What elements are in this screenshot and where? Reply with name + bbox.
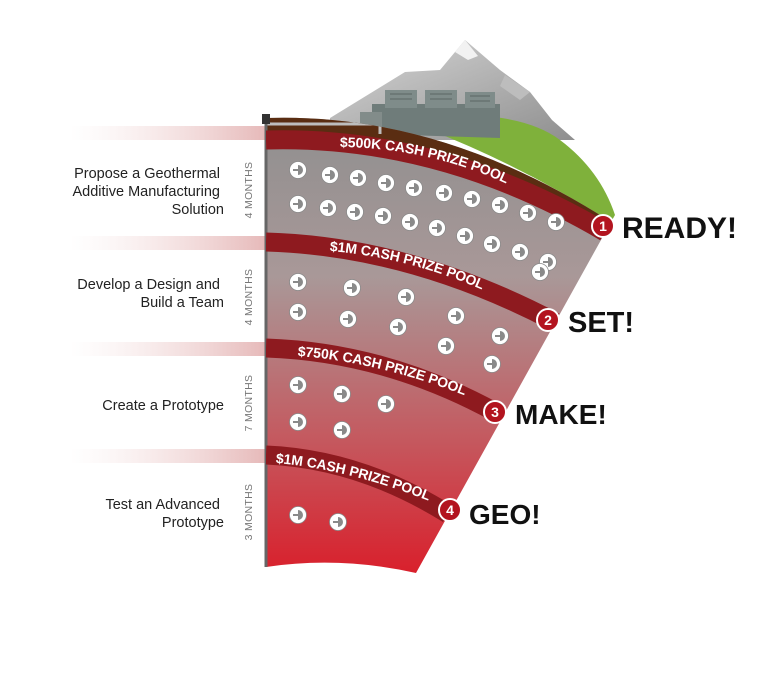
step-number-1: 1 <box>599 218 607 234</box>
phase-name-1: READY! <box>622 212 737 245</box>
participant-disc-icon <box>511 243 529 261</box>
stripe-4 <box>70 449 266 463</box>
stage-stripes <box>70 126 266 463</box>
phase-marker-4: 4 GEO! <box>438 498 541 530</box>
step-number-4: 4 <box>446 502 454 518</box>
phase-marker-2: 2 SET! <box>536 307 634 339</box>
participant-disc-icon <box>519 204 537 222</box>
participant-disc-icon <box>531 263 549 281</box>
well-head <box>262 114 270 124</box>
participant-disc-icon <box>428 219 446 237</box>
participant-disc-icon <box>319 199 337 217</box>
participant-disc-icon <box>329 513 347 531</box>
participant-disc-icon <box>289 195 307 213</box>
step-number-2: 2 <box>544 312 552 328</box>
stage-1-label: Propose a Geothermal Additive Manufactur… <box>72 166 224 218</box>
stage-1-duration: 4 MONTHS <box>243 162 255 219</box>
participant-disc-icon <box>491 196 509 214</box>
participant-disc-icon <box>435 184 453 202</box>
participant-disc-icon <box>401 213 419 231</box>
stage-3-duration: 7 MONTHS <box>243 375 255 432</box>
prize-band-3 <box>266 338 500 421</box>
participant-disc-icon <box>289 273 307 291</box>
participant-disc-icon <box>289 413 307 431</box>
prize-band-1 <box>266 130 610 241</box>
participant-disc-icon <box>374 207 392 225</box>
participant-disc-icon <box>483 235 501 253</box>
stage-3-label: Create a Prototype <box>102 398 224 414</box>
geothermal-plant-icon <box>360 90 500 138</box>
stage-4-duration: 3 MONTHS <box>243 484 255 541</box>
step-badge-2 <box>536 308 560 332</box>
participant-disc-icon <box>389 318 407 336</box>
stripe-1 <box>70 126 266 140</box>
stage-durations: 4 MONTHS 4 MONTHS 7 MONTHS 3 MONTHS <box>243 162 255 541</box>
phase-marker-3: 3 MAKE! <box>483 399 607 430</box>
participant-disc-icon <box>333 385 351 403</box>
prize-band-2 <box>266 232 560 331</box>
phase-markers: 1 READY! 2 SET! 3 MAKE! 4 GEO! <box>438 212 737 530</box>
participant-disc-icon <box>343 279 361 297</box>
participant-disc-icon <box>339 310 357 328</box>
stripe-3 <box>70 342 266 356</box>
participant-disc-icon <box>447 307 465 325</box>
stage-2-label: Develop a Design and Build a Team <box>77 277 224 311</box>
participant-disc-icon <box>397 288 415 306</box>
participant-disc-icon <box>483 355 501 373</box>
participant-disc-icon <box>349 169 367 187</box>
step-badge-3 <box>483 400 507 424</box>
participant-disc-icon <box>405 179 423 197</box>
participant-disc-icon <box>377 395 395 413</box>
participant-disc-icon <box>289 161 307 179</box>
prize-band-4 <box>266 445 454 523</box>
phase-name-4: GEO! <box>469 499 541 530</box>
stage-2-duration: 4 MONTHS <box>243 269 255 326</box>
stage-descriptions: Propose a Geothermal Additive Manufactur… <box>72 166 224 531</box>
phase-name-3: MAKE! <box>515 399 607 430</box>
phase-name-2: SET! <box>568 307 634 339</box>
participant-disc-icon <box>547 213 565 231</box>
stage-4-label: Test an Advanced Prototype <box>105 497 224 531</box>
step-badge-1 <box>591 214 615 238</box>
step-number-3: 3 <box>491 404 499 420</box>
participant-disc-icon <box>491 327 509 345</box>
participant-disc-icon <box>456 227 474 245</box>
participant-disc-icon <box>289 376 307 394</box>
grass-hill <box>430 115 615 222</box>
participant-disc-icon <box>437 337 455 355</box>
phase-marker-1: 1 READY! <box>591 212 737 245</box>
participant-disc-icon <box>377 174 395 192</box>
participant-icons <box>289 161 565 531</box>
soil-layer <box>266 117 611 232</box>
participant-disc-icon <box>346 203 364 221</box>
participant-disc-icon <box>463 190 481 208</box>
participant-disc-icon <box>333 421 351 439</box>
participant-disc-icon <box>321 166 339 184</box>
step-badge-4 <box>438 498 462 522</box>
participant-disc-icon <box>289 506 307 524</box>
stripe-2 <box>70 236 266 250</box>
participant-disc-icon <box>289 303 307 321</box>
